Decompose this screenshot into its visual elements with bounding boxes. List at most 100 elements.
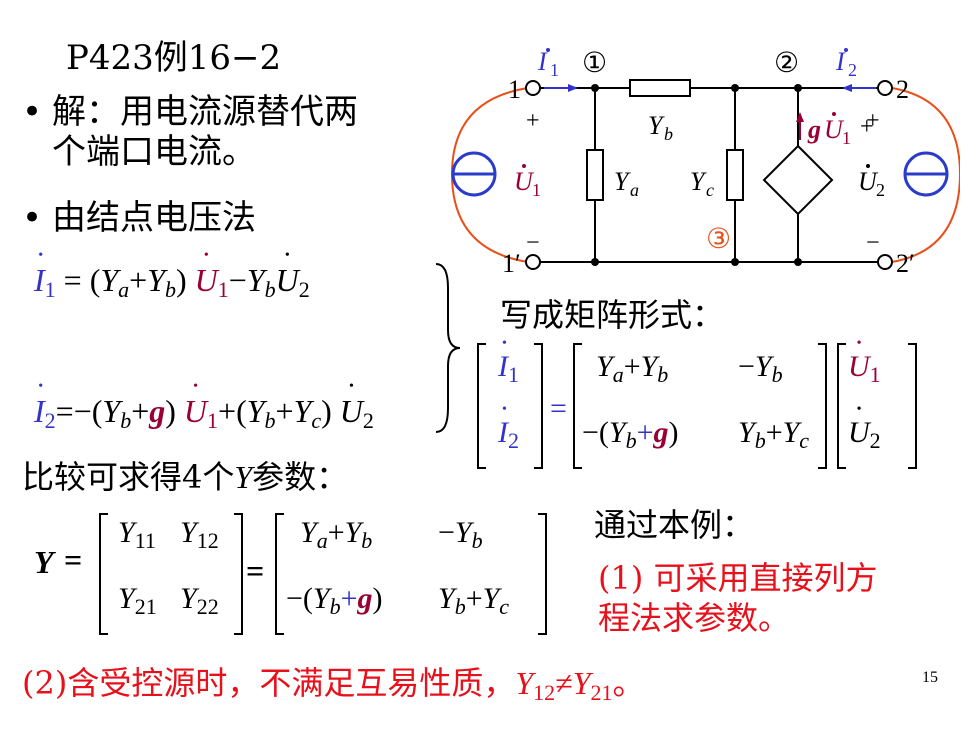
matrix-u2: U2 <box>848 402 881 454</box>
svg-text:=: = <box>550 392 567 425</box>
var-u2: U <box>276 248 299 299</box>
subscript: b <box>165 277 176 302</box>
minus-right: − <box>866 230 880 256</box>
left-current-source-icon <box>451 151 497 197</box>
text: + <box>129 262 148 298</box>
subscript: b <box>120 408 132 433</box>
matrix-equation: = <box>477 343 917 469</box>
var-y: Y <box>180 516 197 549</box>
subscript: b <box>264 277 276 302</box>
equation-i2: I2=−(Yb+g) U1+(Yb+Yc) U2 <box>34 379 374 434</box>
port-1-label: 1 <box>508 75 521 104</box>
u2-subscript: 2 <box>876 180 885 200</box>
u2-label: U <box>858 167 879 196</box>
var-y: Y <box>180 582 197 615</box>
equation-i1: I1 = (Ya+Yb) U1−YbU2 <box>34 248 310 303</box>
var-i1: I <box>498 336 508 384</box>
var-u1: U <box>195 248 218 299</box>
var-y: Y <box>246 393 265 429</box>
matrix-r1c2: −Yb <box>738 350 783 387</box>
plus-left: + <box>526 108 540 134</box>
text: 程法求参数。 <box>598 599 791 637</box>
y-r1c1: Ya+Yb <box>300 516 373 553</box>
u1-subscript: 1 <box>532 180 541 200</box>
u1-label: U <box>514 167 535 196</box>
text: ) <box>165 393 184 429</box>
i2-subscript: 2 <box>848 60 857 80</box>
bullet-text: 解：用电流源替代两 <box>52 92 358 132</box>
y-r2c1: −(Yb+g) <box>286 582 383 619</box>
var-y: Y <box>118 516 135 549</box>
y11: Y11 <box>118 516 156 554</box>
bullet-dot: • <box>22 198 43 238</box>
resistor-yc-icon <box>726 149 744 201</box>
subscript: 12 <box>196 528 219 553</box>
conclusion-point-2: (2)含受控源时，不满足互易性质，Y12≠Y21。 <box>22 658 645 706</box>
matrix-form-title: 写成矩阵形式： <box>500 296 725 334</box>
page-title: P423例16−2 <box>66 38 282 78</box>
equals-sign: = <box>64 542 83 578</box>
var-g: g <box>149 393 166 429</box>
terminal-1-icon <box>525 80 541 96</box>
curly-brace <box>435 263 461 433</box>
text: − <box>228 262 247 298</box>
var-y: Y <box>102 393 121 429</box>
gu1-u-label: U <box>824 115 845 144</box>
subscript: 21 <box>590 680 613 705</box>
subscript: 1 <box>44 277 56 302</box>
yb-label: Y <box>648 111 665 140</box>
subscript: b <box>264 408 276 433</box>
ya-subscript: a <box>630 180 639 200</box>
subscript: 1 <box>207 408 219 433</box>
dependent-source-icon <box>762 144 834 216</box>
port-2-label: 2 <box>896 75 909 104</box>
var-i1: I <box>34 248 45 299</box>
subscript: 2 <box>508 428 519 453</box>
text: ) <box>321 393 340 429</box>
yc-label: Y <box>690 167 707 196</box>
matrix-r1c1: Ya+Yb <box>596 350 669 387</box>
resistor-yb-icon <box>629 79 691 97</box>
var-u2: U <box>340 379 363 430</box>
minus-left: − <box>526 230 540 256</box>
port-2p-label: 2′ <box>896 249 915 278</box>
conclusion-point-1: (1) 可采用直接列方 程法求参数。 <box>598 558 878 638</box>
i1-subscript: 1 <box>550 60 559 80</box>
matrix-i2: I2 <box>498 402 519 454</box>
gu1-subscript: 1 <box>842 128 851 148</box>
node-1-label: ① <box>582 48 607 79</box>
bullet-text: 个端口电流。 <box>52 132 256 172</box>
text: +( <box>218 393 247 429</box>
conclusion-heading: 通过本例： <box>594 506 755 544</box>
y-r1c2: −Yb <box>438 516 483 553</box>
plus-right: + <box>866 108 880 134</box>
subscript: 21 <box>134 594 157 619</box>
arrow-up-icon <box>796 112 804 122</box>
text: + <box>131 393 150 429</box>
subscript: a <box>118 277 130 302</box>
text: 比较可求得4个 <box>22 458 235 496</box>
terminal-2p-icon <box>877 254 893 270</box>
var-y: Y <box>100 262 119 298</box>
node-2-label: ② <box>774 48 799 79</box>
subscript: 2 <box>44 408 56 433</box>
text: (2)含受控源时，不满足互易性质， <box>22 664 516 702</box>
var-y: Y <box>246 262 265 298</box>
text: + <box>275 393 294 429</box>
bullet-method: •由结点电压法 <box>22 190 256 239</box>
subscript: 2 <box>298 277 310 302</box>
var-y: Y <box>572 665 591 701</box>
subscript: 2 <box>869 428 881 453</box>
var-i2: I <box>498 402 508 450</box>
terminal-2-icon <box>877 80 893 96</box>
var-y: Y <box>147 262 165 298</box>
subscript: 22 <box>196 594 219 619</box>
matrix-r2c1: −(Yb+g) <box>582 416 679 453</box>
var-y: Y <box>293 393 312 429</box>
bullet-dot: • <box>22 92 43 132</box>
subscript: c <box>311 408 322 433</box>
subscript: 1 <box>508 362 519 387</box>
circuit-diagram: ① ② ③ 1 1′ 2 2′ I 1 I 2 + − + − U 1 U 2 … <box>450 47 960 278</box>
right-source-wire <box>891 87 960 263</box>
gu1-g-label: g <box>807 115 821 144</box>
